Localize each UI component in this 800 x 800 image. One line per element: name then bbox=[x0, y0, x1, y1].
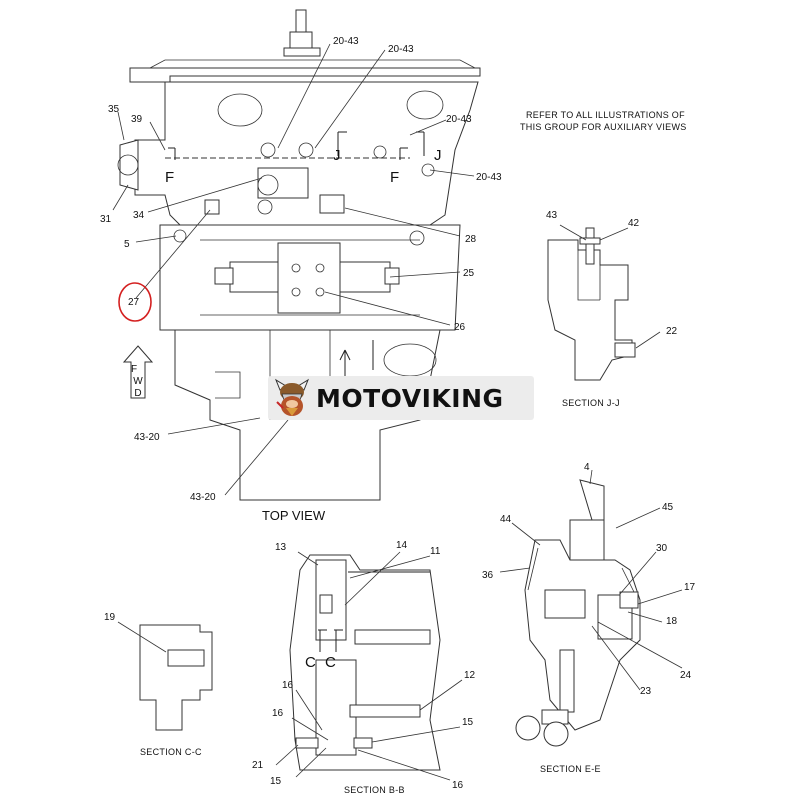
section-jj-caption: SECTION J-J bbox=[562, 398, 620, 408]
section-jj-drawing bbox=[547, 224, 661, 381]
highlight-circle bbox=[118, 282, 152, 322]
callout-35: 35 bbox=[108, 104, 120, 115]
callout-12: 12 bbox=[464, 670, 476, 681]
callout-42: 42 bbox=[628, 218, 640, 229]
section-mark-f-right: F bbox=[390, 169, 399, 186]
section-mark-j-right: J bbox=[434, 147, 442, 164]
section-mark-j-left: J bbox=[333, 147, 341, 164]
section-ee-caption: SECTION E-E bbox=[540, 764, 601, 774]
callout-25: 25 bbox=[463, 268, 475, 279]
callout-43-jj: 43 bbox=[546, 210, 558, 221]
section-ee-drawing bbox=[499, 469, 683, 747]
section-mark-c-right: C bbox=[325, 654, 336, 671]
callout-16-a: 16 bbox=[282, 680, 294, 691]
note-line-1: REFER TO ALL ILLUSTRATIONS OF bbox=[526, 110, 685, 120]
callout-43-20-a: 43-20 bbox=[134, 432, 160, 443]
callout-23: 23 bbox=[640, 686, 652, 697]
section-bb-caption: SECTION B-B bbox=[344, 785, 405, 795]
callout-44: 44 bbox=[500, 514, 512, 525]
fwd-letter-d: D bbox=[134, 388, 141, 399]
section-bb-labels: 13 14 11 C C 12 16 16 15 21 15 16 SECTIO… bbox=[252, 540, 476, 795]
section-ee-labels: 4 44 45 36 30 17 18 24 23 SECTION E-E bbox=[482, 462, 696, 774]
callout-20-43-b: 20-43 bbox=[388, 44, 414, 55]
top-view-caption: TOP VIEW bbox=[262, 508, 326, 523]
callout-16-c: 16 bbox=[452, 780, 464, 791]
section-bb-drawing bbox=[275, 551, 463, 781]
watermark-text: MOTOVIKING bbox=[316, 383, 504, 413]
callout-43-20-b: 43-20 bbox=[190, 492, 216, 503]
section-mark-c-left: C bbox=[305, 654, 316, 671]
callout-28: 28 bbox=[465, 234, 477, 245]
fwd-letter-w: W bbox=[133, 376, 143, 387]
section-cc-labels: 19 SECTION C-C bbox=[104, 612, 202, 757]
callout-19: 19 bbox=[104, 612, 116, 623]
callout-20-43-a: 20-43 bbox=[333, 36, 359, 47]
callout-18: 18 bbox=[666, 616, 678, 627]
callout-20-43-d: 20-43 bbox=[476, 172, 502, 183]
callout-36: 36 bbox=[482, 570, 494, 581]
section-jj-labels: 43 42 22 SECTION J-J bbox=[546, 210, 678, 408]
callout-31: 31 bbox=[100, 214, 112, 225]
callout-15-b: 15 bbox=[270, 776, 282, 787]
callout-4: 4 bbox=[584, 462, 590, 473]
note-line-2: THIS GROUP FOR AUXILIARY VIEWS bbox=[520, 122, 687, 132]
callout-39: 39 bbox=[131, 114, 143, 125]
callout-14: 14 bbox=[396, 540, 408, 551]
viking-mascot-icon bbox=[274, 378, 310, 416]
section-cc-drawing bbox=[117, 621, 213, 731]
top-view-leaders bbox=[112, 43, 475, 496]
section-cc-caption: SECTION C-C bbox=[140, 747, 202, 757]
callout-16-b: 16 bbox=[272, 708, 284, 719]
auxiliary-views-note: REFER TO ALL ILLUSTRATIONS OF THIS GROUP… bbox=[520, 110, 687, 132]
callout-26: 26 bbox=[454, 322, 466, 333]
callout-20-43-c: 20-43 bbox=[446, 114, 472, 125]
callout-22: 22 bbox=[666, 326, 678, 337]
callout-15-a: 15 bbox=[462, 717, 474, 728]
section-mark-f-left: F bbox=[165, 169, 174, 186]
callout-24: 24 bbox=[680, 670, 692, 681]
callout-30: 30 bbox=[656, 543, 668, 554]
watermark-banner: MOTOVIKING bbox=[268, 376, 534, 420]
callout-34: 34 bbox=[133, 210, 145, 221]
callout-5: 5 bbox=[124, 239, 130, 250]
callout-13: 13 bbox=[275, 542, 287, 553]
fwd-letter-f: F bbox=[131, 364, 137, 375]
callout-45: 45 bbox=[662, 502, 674, 513]
callout-17: 17 bbox=[684, 582, 696, 593]
callout-11: 11 bbox=[430, 546, 441, 557]
callout-21: 21 bbox=[252, 760, 264, 771]
top-view-labels: 20-43 20-43 20-43 20-43 35 39 F J J F 31… bbox=[100, 36, 502, 523]
callout-27: 27 bbox=[128, 297, 140, 308]
